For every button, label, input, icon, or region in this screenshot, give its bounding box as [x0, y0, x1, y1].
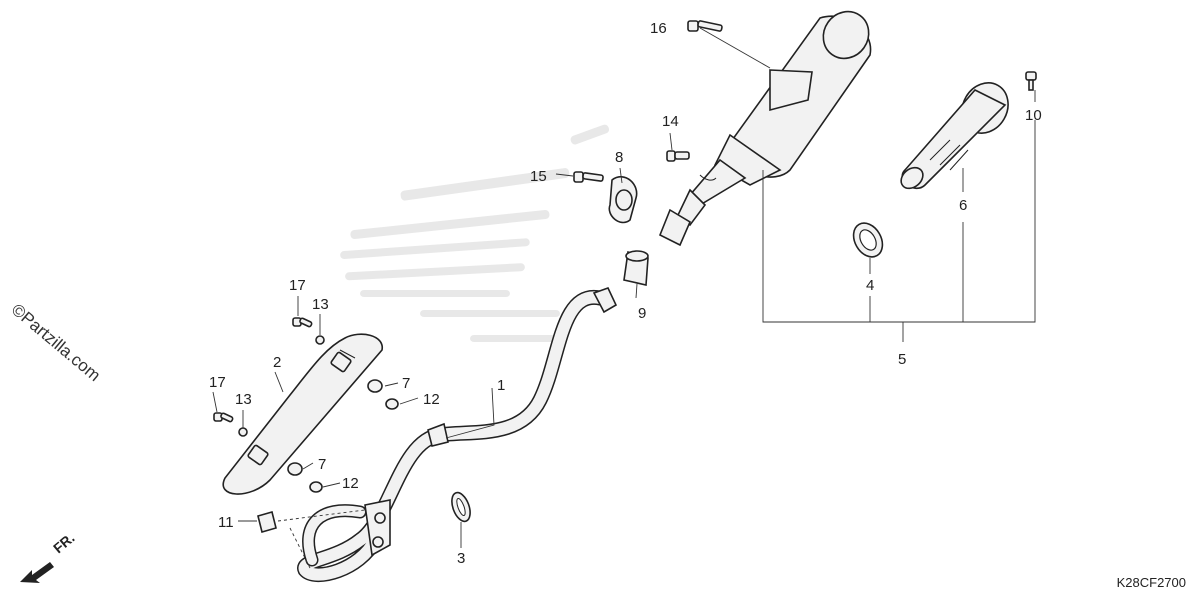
callout-10: 10	[1025, 107, 1042, 124]
part-12-washer-upper	[385, 398, 399, 410]
callout-7-lower: 7	[318, 456, 326, 473]
callout-9: 9	[638, 305, 646, 322]
part-13-washer-upper	[315, 335, 325, 345]
callout-14: 14	[662, 113, 679, 130]
part-4-gasket-ring	[852, 222, 884, 258]
callout-17-upper: 17	[289, 277, 306, 294]
callout-8: 8	[615, 149, 623, 166]
callout-4: 4	[866, 277, 874, 294]
callout-16: 16	[650, 20, 667, 37]
part-9-gasket	[623, 250, 649, 286]
part-10-screw	[1025, 71, 1037, 91]
callout-13-upper: 13	[312, 296, 329, 313]
part-14-bolt	[666, 150, 690, 162]
ghost-frame-background	[340, 124, 610, 342]
part-5-muffler	[658, 10, 872, 247]
part-1-exhaust-pipe	[297, 287, 618, 582]
callout-15: 15	[530, 168, 547, 185]
callout-12-lower: 12	[342, 475, 359, 492]
front-arrow-icon	[20, 562, 54, 583]
callout-6: 6	[959, 197, 967, 214]
part-6-tailpipe	[900, 82, 1009, 190]
callout-12-upper: 12	[423, 391, 440, 408]
callout-1: 1	[497, 377, 505, 394]
part-12-washer-lower	[309, 481, 323, 493]
part-13-washer-lower	[238, 427, 248, 437]
callout-3: 3	[457, 550, 465, 567]
part-17-bolt-upper	[292, 317, 313, 328]
callout-17-lower: 17	[209, 374, 226, 391]
part-16-bolt	[687, 20, 723, 32]
part-3-gasket	[451, 491, 471, 523]
callout-5: 5	[898, 351, 906, 368]
diagram-code: K28CF2700	[1116, 575, 1186, 590]
part-11-nut	[257, 511, 277, 533]
callout-2: 2	[273, 354, 281, 371]
callout-11: 11	[218, 514, 234, 531]
callouts: 1 2 3 4 5 6 7 7 8 9 10 11 12 12 13 13 14…	[209, 20, 1042, 567]
leader-lines	[212, 27, 1036, 569]
part-7-collar-upper	[367, 379, 383, 393]
part-7-collar-lower	[287, 462, 303, 476]
callout-13-lower: 13	[235, 391, 252, 408]
callout-7-upper: 7	[402, 375, 410, 392]
part-15-bolt	[573, 171, 604, 183]
part-2-heat-shield	[222, 333, 383, 495]
part-8-clamp	[608, 175, 638, 224]
part-17-bolt-lower	[213, 412, 234, 423]
